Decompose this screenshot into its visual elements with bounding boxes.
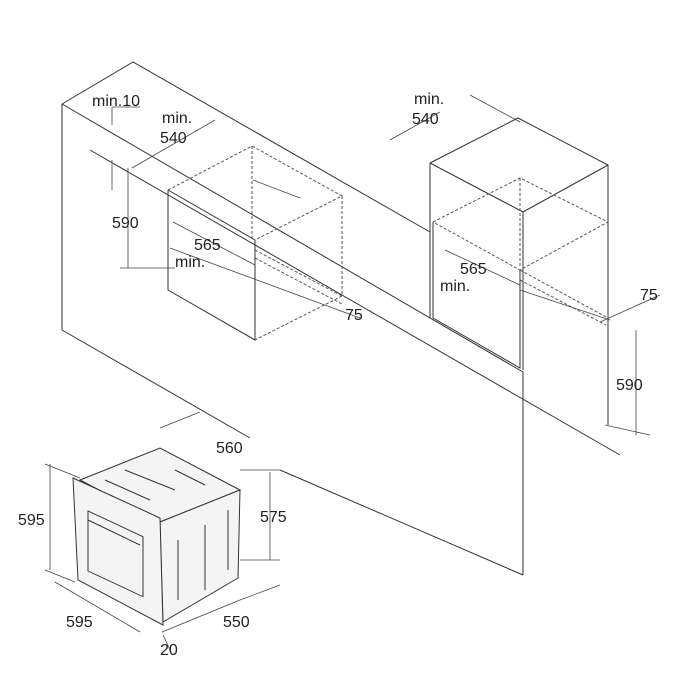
label-oven-height: 595 xyxy=(18,512,45,529)
label-height-1: 590 xyxy=(112,215,139,232)
label-depth-min-2: min. xyxy=(414,91,444,108)
cabinet-outline xyxy=(61,61,621,576)
label-depth-min-1: min. xyxy=(162,110,192,127)
label-top-gap: min.10 xyxy=(92,93,140,110)
label-vent-2: 75 xyxy=(640,287,658,304)
label-width-min-2: min. xyxy=(440,278,470,295)
niche-1 xyxy=(167,145,344,341)
oven-window xyxy=(87,510,144,598)
niche-2 xyxy=(432,177,610,369)
label-oven-width: 595 xyxy=(66,614,93,631)
label-width-min-1: min. xyxy=(175,254,205,271)
oven xyxy=(44,411,281,651)
niche-2-dimensions xyxy=(389,94,661,436)
label-oven-depth: 550 xyxy=(223,614,250,631)
label-width-1: 565 xyxy=(194,237,221,254)
label-vent-1: 75 xyxy=(345,307,363,324)
label-oven-front-thickness: 20 xyxy=(160,642,178,659)
label-oven-body-depth: 560 xyxy=(216,440,243,457)
label-width-2: 565 xyxy=(460,261,487,278)
label-height-2: 590 xyxy=(616,377,643,394)
oven-handle xyxy=(87,519,141,546)
label-oven-body-height: 575 xyxy=(260,509,287,526)
label-depth-2: 540 xyxy=(412,111,439,128)
niche-1-dimensions xyxy=(111,106,361,319)
label-depth-1: 540 xyxy=(160,130,187,147)
